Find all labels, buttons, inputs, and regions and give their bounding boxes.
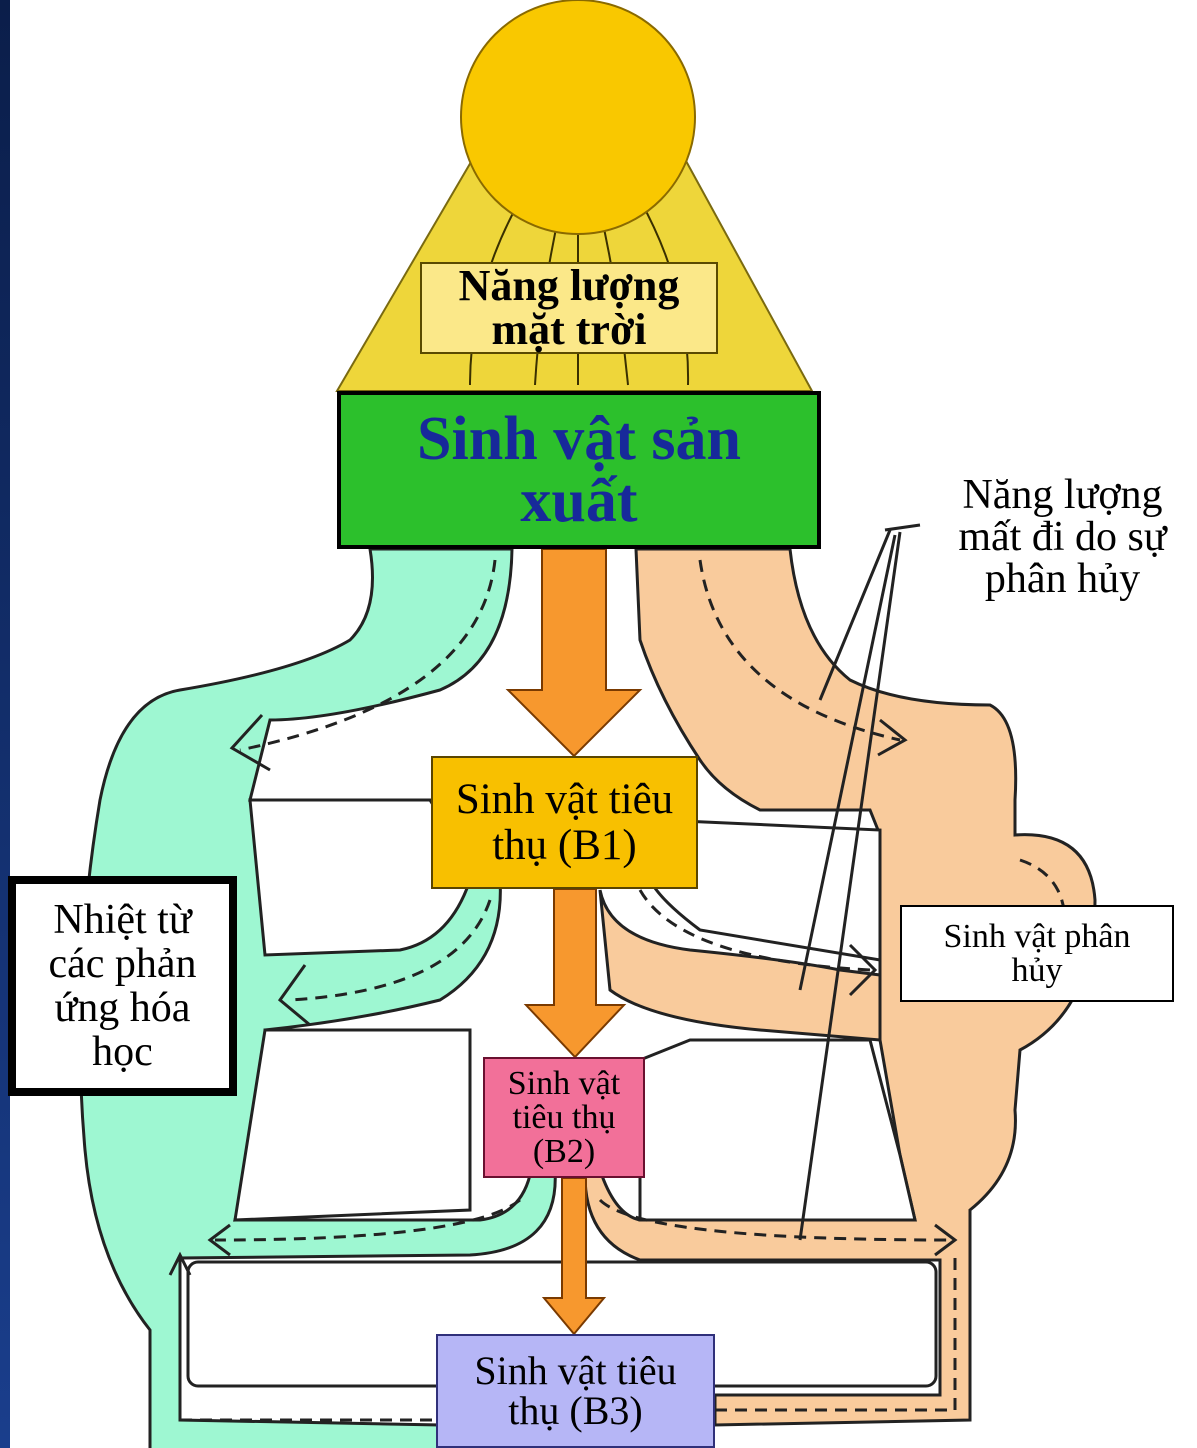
sun-label-line-2: mặt trời [491, 308, 646, 352]
heat-line-1: Nhiệt từ [53, 898, 191, 942]
b2-line-2: tiêu thụ [513, 1101, 616, 1135]
b2-line-1: Sinh vật [508, 1067, 620, 1101]
heat-label-box: Nhiệt từ các phản ứng hóa học [8, 876, 237, 1096]
b2-line-3: (B2) [533, 1135, 595, 1169]
loss-line-3: phân hủy [985, 558, 1140, 600]
sun-label-line-1: Năng lượng [459, 264, 680, 308]
producer-box: Sinh vật sản xuất [337, 391, 821, 549]
producer-line-1: Sinh vật sản [417, 408, 741, 470]
heat-line-4: học [92, 1030, 153, 1074]
heat-line-2: các phản [48, 942, 196, 986]
b3-line-1: Sinh vật tiêu [474, 1351, 676, 1391]
loss-line-1: Năng lượng [962, 474, 1162, 516]
gap-2 [235, 1030, 470, 1220]
gap-4 [640, 1040, 915, 1220]
loss-line-2: mất đi do sự [958, 516, 1166, 558]
decomposer-line-2: hủy [1012, 954, 1063, 988]
consumer-b2-box: Sinh vật tiêu thụ (B2) [483, 1057, 645, 1178]
b1-line-2: thụ (B1) [492, 823, 637, 868]
consumer-b3-box: Sinh vật tiêu thụ (B3) [436, 1334, 715, 1448]
sun-energy-label: Năng lượng mặt trời [420, 262, 718, 354]
consumer-b1-box: Sinh vật tiêu thụ (B1) [431, 756, 698, 889]
b3-line-2: thụ (B3) [508, 1391, 642, 1431]
decomposer-box: Sinh vật phân hủy [900, 905, 1174, 1002]
energy-loss-label: Năng lượng mất đi do sự phân hủy [930, 472, 1195, 602]
producer-line-2: xuất [520, 470, 637, 532]
decomposer-line-1: Sinh vật phân [944, 920, 1131, 954]
sun [461, 0, 695, 234]
heat-line-3: ứng hóa [55, 986, 191, 1030]
b1-line-1: Sinh vật tiêu [456, 777, 673, 822]
